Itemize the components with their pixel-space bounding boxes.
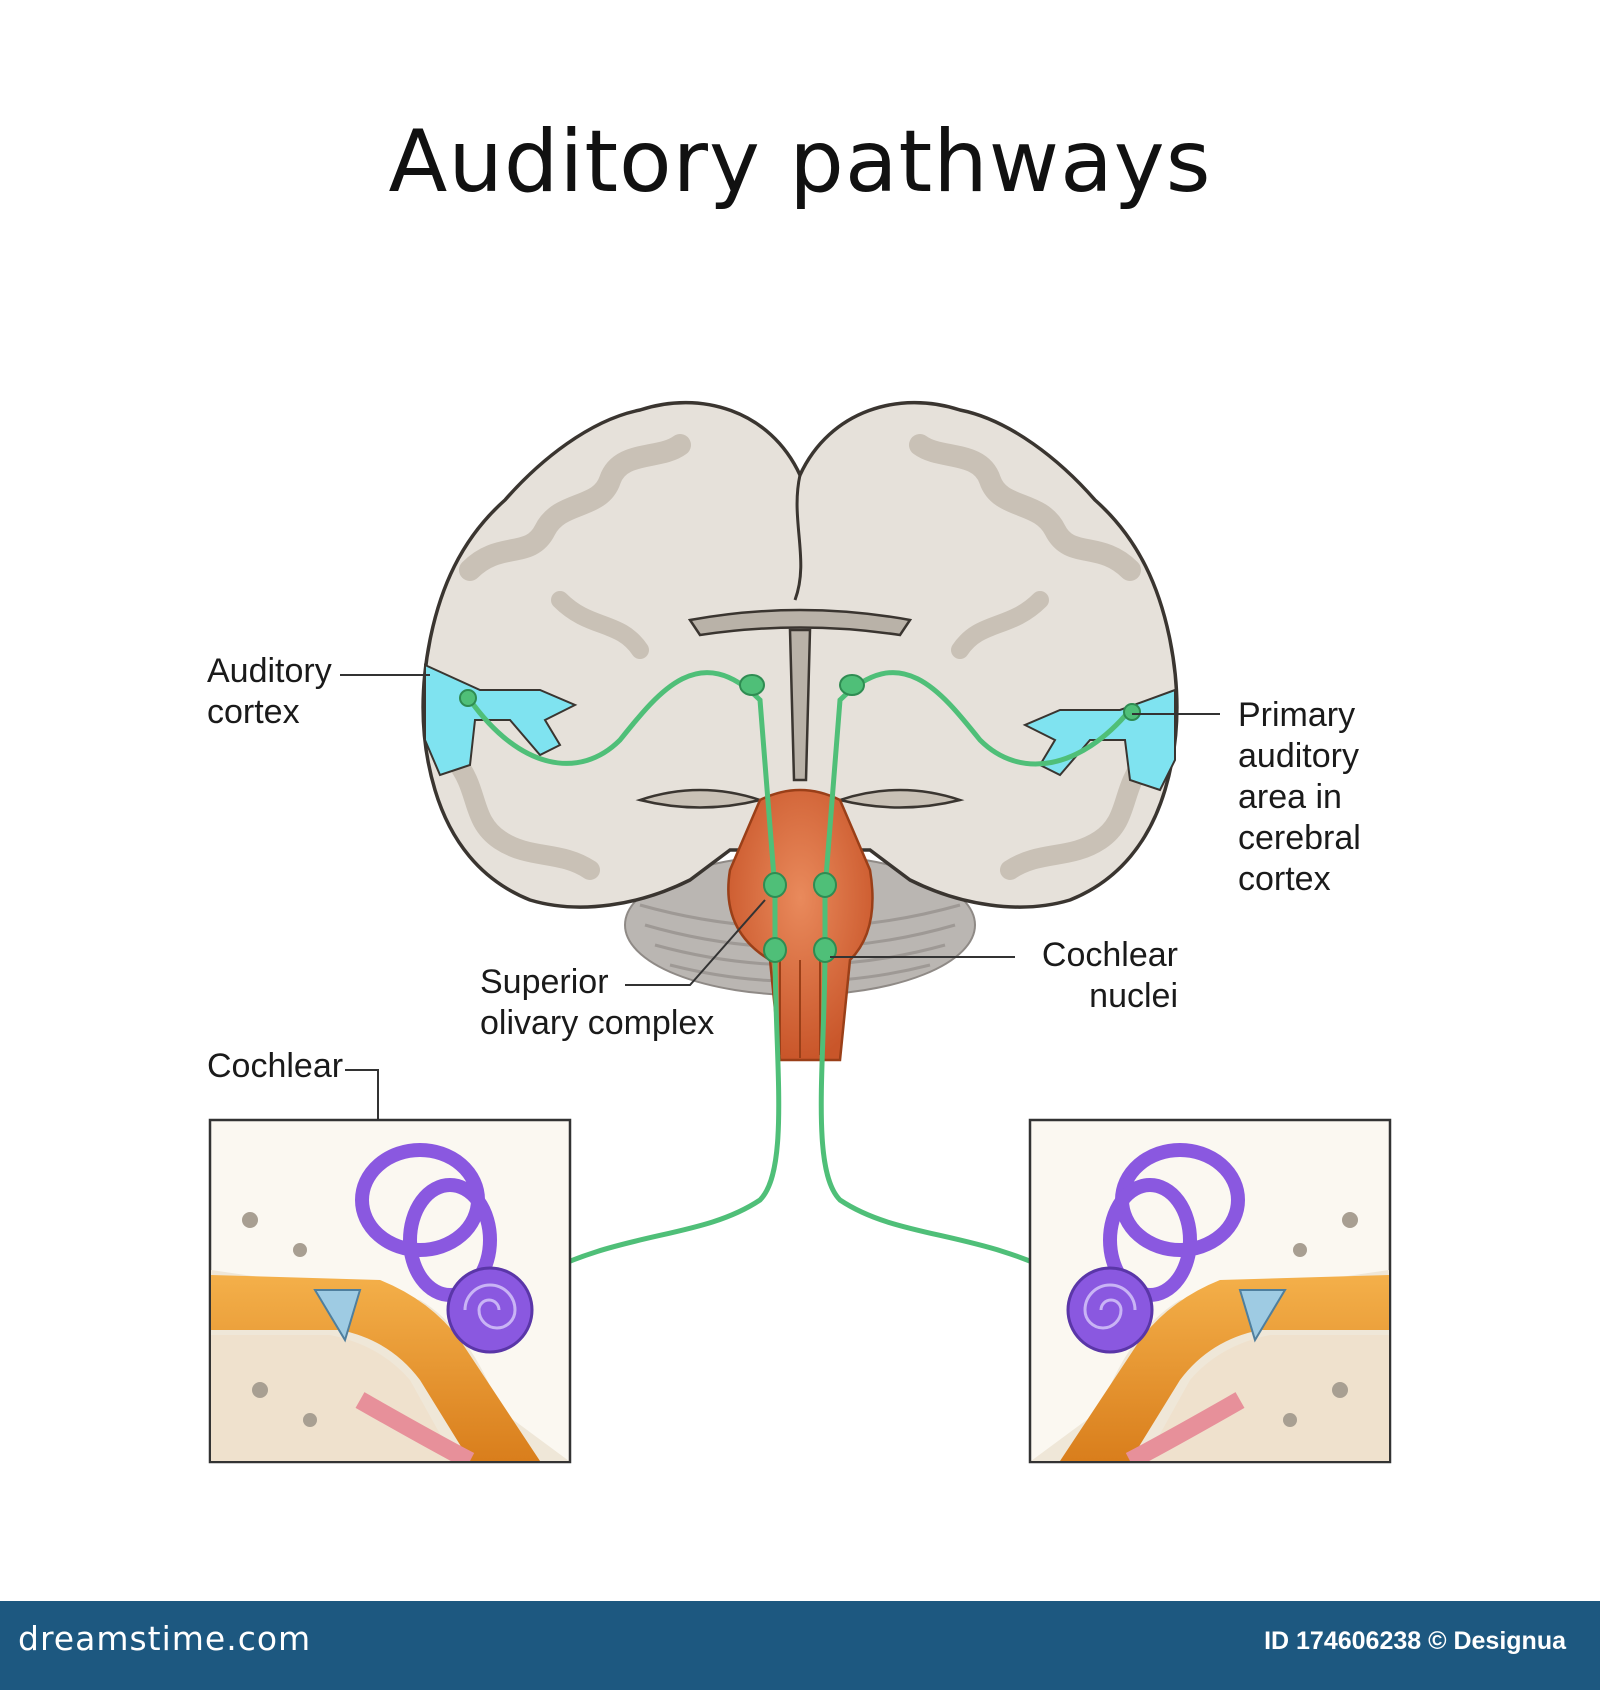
watermark-footer-bar: dreamstime.com ID 174606238 © Designua: [0, 1601, 1600, 1690]
brainstem: [727, 788, 874, 1062]
left-ear-inset: [208, 1118, 572, 1464]
label-primary-auditory-area: Primary auditory area in cerebral cortex: [1238, 696, 1361, 898]
right-ear-inset: [1028, 1118, 1392, 1464]
brain-coronal-section: [421, 400, 1179, 909]
auditory-pathway-diagram: [208, 400, 1392, 1464]
stock-id-credit: ID 174606238 © Designua: [1264, 1627, 1566, 1655]
brand-logo-text: dreamstime.com: [18, 1619, 312, 1658]
label-auditory-cortex: Auditory cortex: [207, 652, 332, 731]
label-superior-olivary-complex: Superior olivary complex: [480, 963, 715, 1042]
diagram-title: Auditory pathways: [388, 112, 1212, 212]
label-cochlear-nuclei: Cochlear nuclei: [1041, 936, 1178, 1015]
label-cochlear: Cochlear: [207, 1047, 344, 1085]
